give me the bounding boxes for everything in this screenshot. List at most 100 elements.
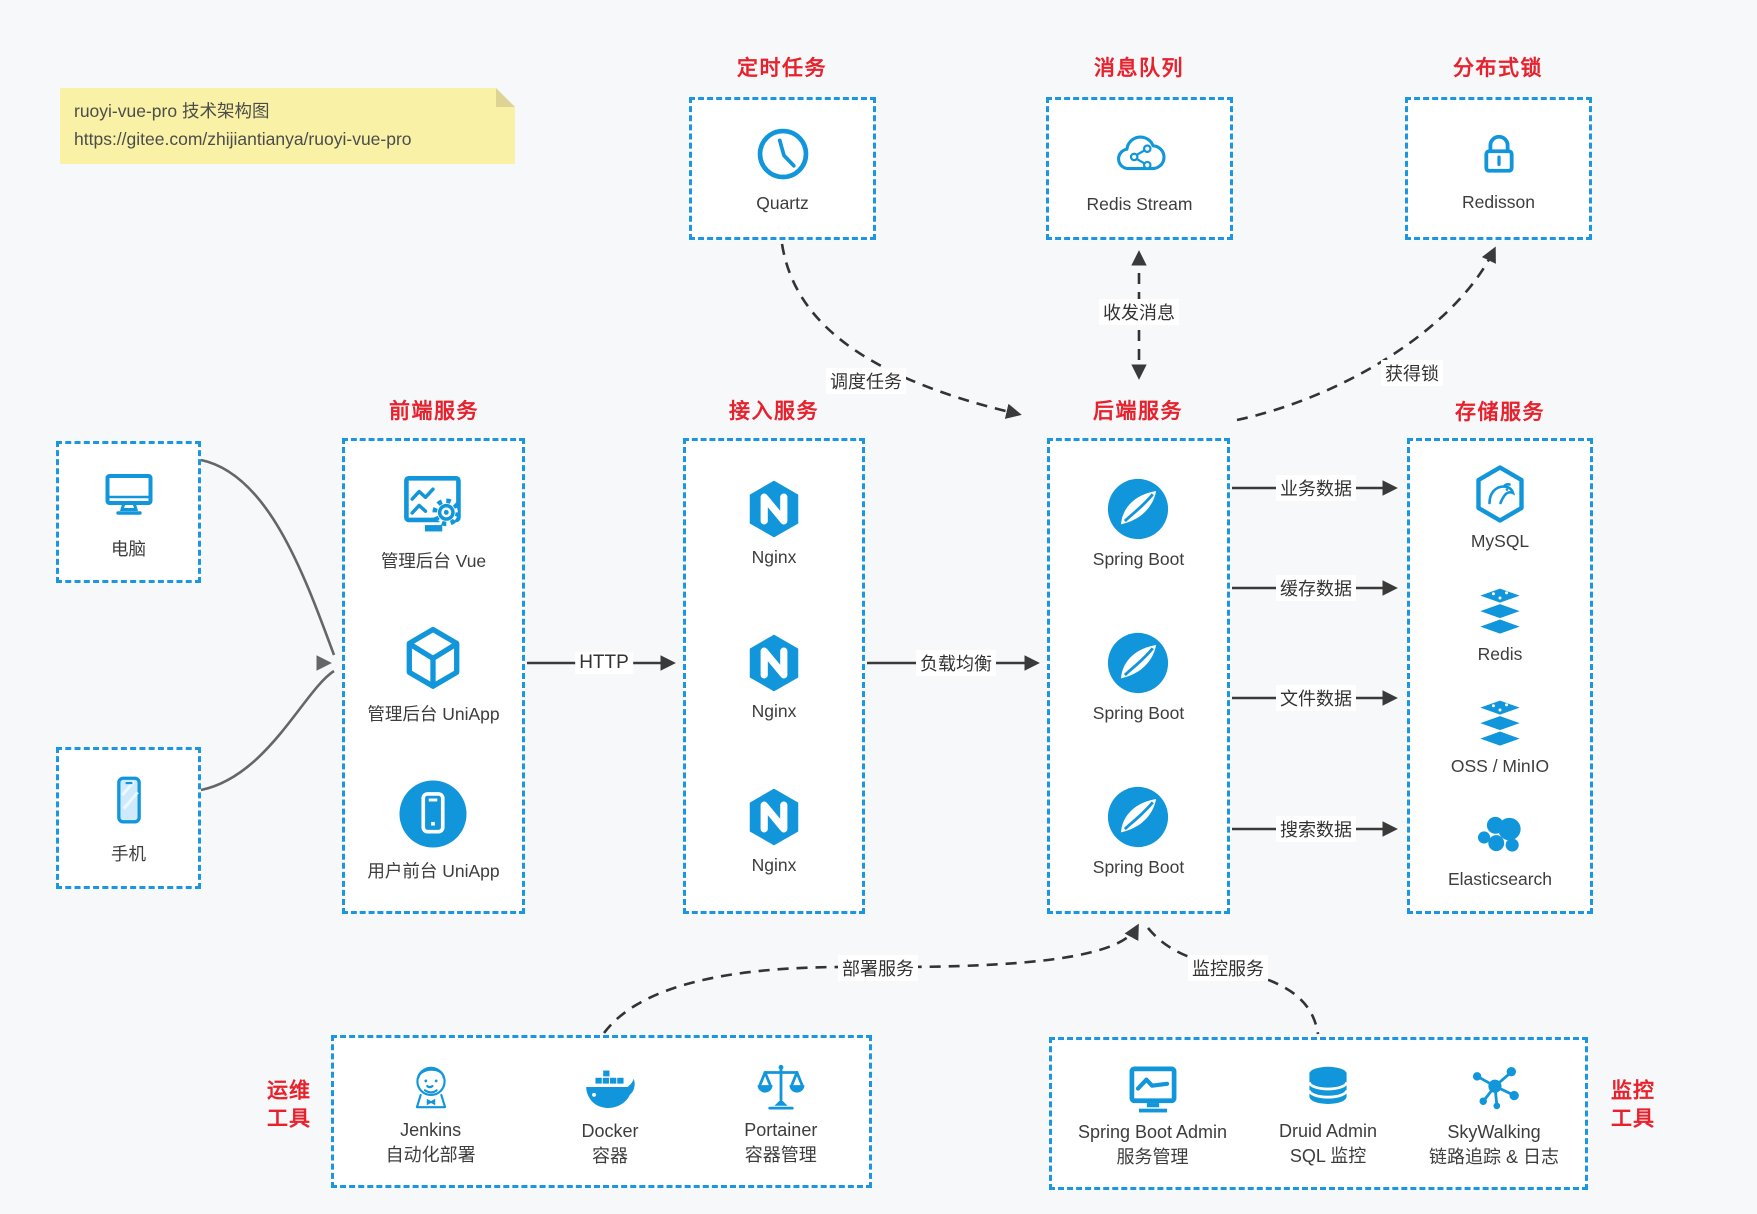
- frontend-item-uniapp-admin: 管理后台 UniApp: [367, 622, 500, 726]
- desktop-icon: [105, 474, 152, 515]
- monitor-chart-icon: [1129, 1066, 1176, 1113]
- redis-stream-box: Redis Stream: [1046, 97, 1233, 240]
- title-access: 接入服务: [729, 400, 819, 423]
- database-icon: [1308, 1066, 1348, 1104]
- mobile-app-circle-icon: [399, 780, 467, 848]
- frontend-item-label: 管理后台 UniApp: [367, 703, 500, 724]
- title-storage: 存储服务: [1455, 401, 1545, 424]
- title-backend: 后端服务: [1093, 400, 1183, 423]
- redis-stack-icon: [1480, 588, 1520, 634]
- scales-icon: [757, 1064, 805, 1110]
- title-monitoring: 监控 工具: [1611, 1079, 1655, 1131]
- edge-label-load-balance: 负载均衡: [916, 650, 996, 676]
- title-lock: 分布式锁: [1453, 57, 1543, 80]
- ops-item-name: Jenkins: [400, 1120, 462, 1140]
- edge-label-cache-data: 缓存数据: [1276, 575, 1356, 601]
- nginx-icon: [749, 634, 799, 692]
- access-item-label: Nginx: [751, 547, 797, 567]
- redisson-box: Redisson: [1405, 97, 1592, 240]
- monitoring-item-name: Druid Admin: [1279, 1121, 1378, 1141]
- frontend-item-vue-admin: 管理后台 Vue: [381, 469, 486, 573]
- pc-to-frontend-curve: [200, 458, 336, 656]
- edge-label-send-receive-msg: 收发消息: [1099, 299, 1179, 325]
- schedule-task-curve: [780, 243, 1022, 419]
- monitor-service-curve: [1147, 927, 1320, 1035]
- note-title: ruoyi-vue-pro 技术架构图: [74, 101, 270, 121]
- backend-item-label: Spring Boot: [1092, 857, 1185, 877]
- topology-icon: [1472, 1066, 1519, 1110]
- frontend-box: 管理后台 Vue 管理后台 UniApp 用户前台 UniApp: [342, 438, 525, 914]
- note-url: https://gitee.com/zhijiantianya/ruoyi-vu…: [74, 129, 412, 149]
- redis-stack-icon: [1480, 700, 1520, 746]
- ops-item-name: Docker: [581, 1121, 639, 1141]
- spring-boot-icon: [1108, 786, 1169, 848]
- backend-box: Spring Boot Spring Boot Spring Boot: [1047, 438, 1230, 914]
- storage-item-label: MySQL: [1470, 530, 1530, 551]
- storage-item-oss-minio: OSS / MinIO: [1451, 698, 1549, 777]
- backend-item-springboot-1: Spring Boot: [1093, 474, 1184, 570]
- nginx-icon: [749, 480, 799, 538]
- smartphone-icon: [116, 776, 141, 824]
- access-item-nginx-3: Nginx: [741, 784, 807, 876]
- redis-stream-label: Redis Stream: [1086, 193, 1193, 214]
- edge-label-acquire-lock: 获得锁: [1381, 360, 1443, 386]
- ops-item-portainer: Portainer 容器管理: [744, 1057, 817, 1166]
- ops-item-desc: 自动化部署: [385, 1144, 476, 1165]
- ops-item-desc: 容器管理: [744, 1144, 817, 1165]
- access-item-nginx-2: Nginx: [741, 630, 807, 722]
- monitoring-item-name: Spring Boot Admin: [1077, 1122, 1228, 1142]
- spring-boot-icon: [1108, 632, 1169, 694]
- ops-box: Jenkins 自动化部署 Docker 容器: [331, 1035, 872, 1188]
- acquire-lock-curve: [1236, 246, 1496, 422]
- edge-label-monitor-service: 监控服务: [1188, 955, 1268, 981]
- elasticsearch-icon: [1477, 817, 1521, 852]
- phone-to-frontend-curve: [200, 669, 335, 792]
- edge-label-business-data: 业务数据: [1276, 475, 1356, 501]
- monitoring-item-desc: SQL 监控: [1289, 1145, 1367, 1166]
- monitoring-box: Spring Boot Admin 服务管理 Druid Admin SQL 监…: [1049, 1037, 1588, 1190]
- monitoring-item-name: SkyWalking: [1447, 1122, 1541, 1142]
- admin-screen-gear-icon: [404, 476, 462, 532]
- storage-box: MySQL Redis OSS / Mi: [1407, 438, 1593, 914]
- monitoring-item-druid: Druid Admin SQL 监控: [1279, 1060, 1377, 1167]
- backend-item-label: Spring Boot: [1092, 703, 1185, 723]
- ops-item-desc: 容器: [591, 1145, 628, 1166]
- monitoring-item-desc: 服务管理: [1116, 1146, 1189, 1167]
- storage-item-label: Elasticsearch: [1447, 869, 1553, 890]
- phone-label: 手机: [111, 844, 146, 864]
- edge-label-http: HTTP: [575, 652, 633, 674]
- jenkins-icon: [415, 1066, 446, 1109]
- access-item-nginx-1: Nginx: [741, 476, 807, 568]
- mysql-icon: [1476, 465, 1524, 523]
- ops-item-docker: Docker 容器: [579, 1056, 641, 1167]
- frontend-item-uniapp-user: 用户前台 UniApp: [367, 775, 500, 883]
- ops-item-jenkins: Jenkins 自动化部署: [386, 1057, 476, 1166]
- monitoring-item-sba: Spring Boot Admin 服务管理: [1078, 1059, 1227, 1168]
- quartz-box: Quartz: [689, 97, 876, 240]
- lock-icon: [1483, 134, 1514, 173]
- access-item-label: Nginx: [751, 701, 797, 721]
- cloud-stream-icon: [1116, 135, 1166, 170]
- docker-icon: [586, 1070, 635, 1108]
- title-scheduler: 定时任务: [737, 57, 827, 80]
- edge-label-file-data: 文件数据: [1276, 685, 1356, 711]
- frontend-item-label: 用户前台 UniApp: [367, 860, 500, 881]
- spring-boot-icon: [1108, 478, 1169, 540]
- backend-item-springboot-3: Spring Boot: [1093, 782, 1184, 878]
- backend-item-label: Spring Boot: [1092, 549, 1185, 569]
- cube-icon: [407, 626, 460, 689]
- monitoring-item-desc: 链路追踪 & 日志: [1428, 1146, 1559, 1167]
- access-item-label: Nginx: [751, 855, 797, 875]
- frontend-item-label: 管理后台 Vue: [380, 551, 487, 572]
- storage-item-label: Redis: [1477, 643, 1523, 664]
- edge-label-schedule-task: 调度任务: [826, 368, 906, 394]
- storage-item-label: OSS / MinIO: [1450, 756, 1550, 777]
- redisson-label: Redisson: [1462, 191, 1535, 212]
- phone-box: 手机: [56, 747, 201, 889]
- storage-item-mysql: MySQL: [1468, 462, 1532, 552]
- quartz-label: Quartz: [756, 192, 809, 213]
- ops-item-name: Portainer: [744, 1120, 818, 1140]
- title-frontend: 前端服务: [389, 400, 479, 423]
- sticky-note: ruoyi-vue-pro 技术架构图 https://gitee.com/zh…: [60, 88, 515, 164]
